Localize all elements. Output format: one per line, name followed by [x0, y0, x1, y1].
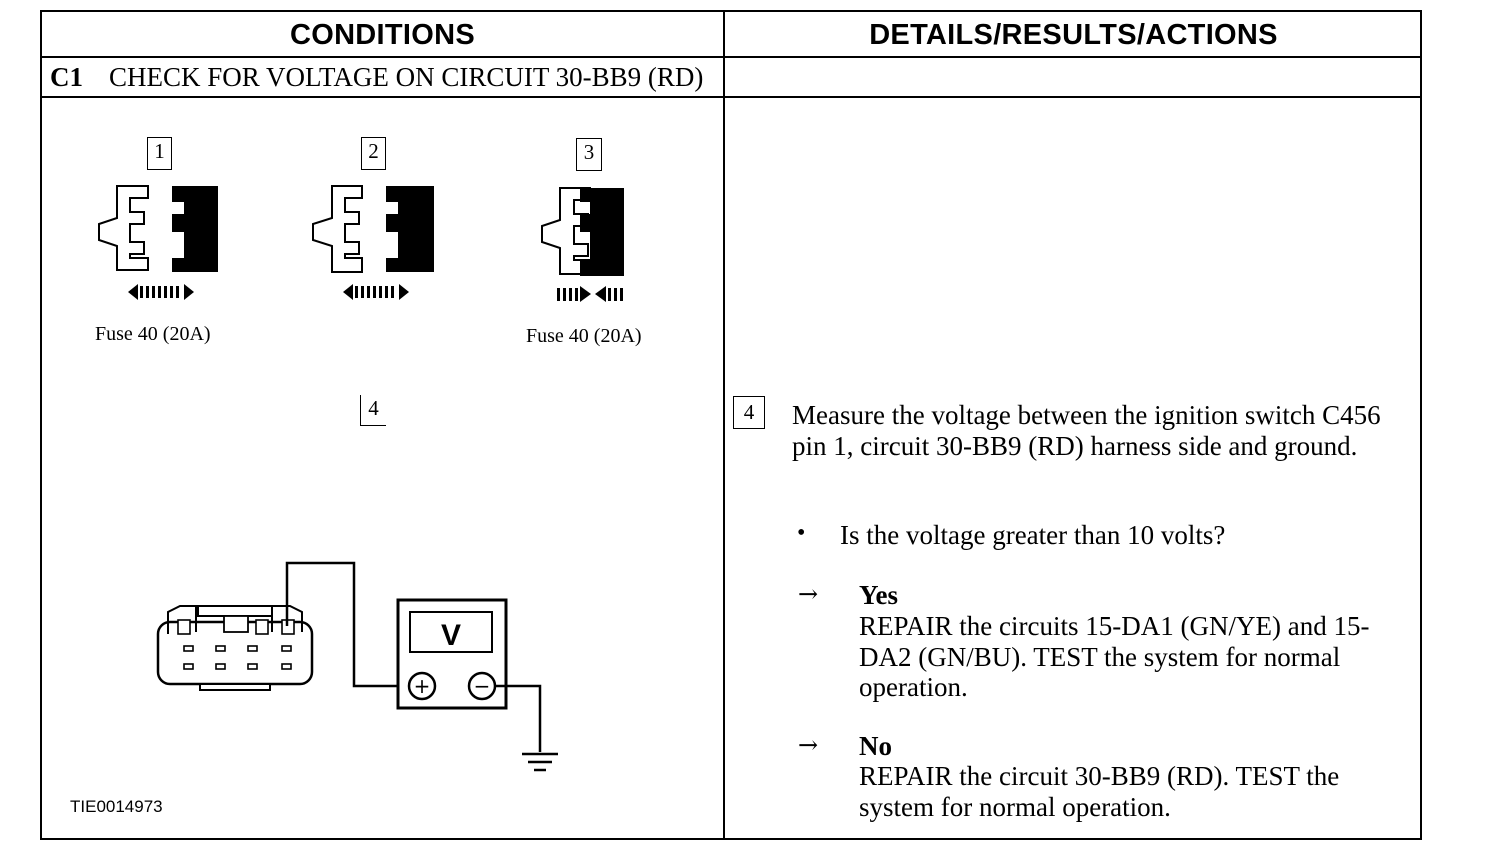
no-arrow-icon: →: [798, 731, 819, 759]
instruction-text: Measure the voltage between the ignition…: [792, 400, 1381, 461]
details-header: DETAILS/RESULTS/ACTIONS: [869, 19, 1278, 51]
multimeter: V + −: [396, 598, 508, 710]
arrow-together-icon: [557, 286, 623, 302]
step-title: CHECK FOR VOLTAGE ON CIRCUIT 30-BB9 (RD): [109, 62, 704, 92]
step-divider: [42, 96, 1422, 98]
bullet-icon: •: [797, 520, 806, 546]
diagnostic-table: CONDITIONS DETAILS/RESULTS/ACTIONS C1 CHE…: [40, 10, 1422, 840]
step-id: C1: [50, 62, 83, 92]
yes-arrow-icon: →: [798, 580, 819, 608]
arrow-apart-icon: [343, 284, 409, 300]
arrow-apart-icon: [128, 284, 194, 300]
no-action: REPAIR the circuit 30-BB9 (RD). TEST the…: [859, 761, 1340, 822]
positive-terminal-icon: [407, 671, 437, 701]
connector-c456: [156, 605, 314, 691]
probe-wire: [285, 561, 404, 688]
fuse-illustration-3: [541, 187, 624, 302]
no-label: No: [859, 731, 892, 761]
yes-label: Yes: [859, 580, 898, 610]
callout-4: 4: [360, 395, 386, 426]
column-divider: [723, 12, 725, 840]
callout-2: 2: [361, 137, 386, 170]
meter-minus: −: [474, 674, 491, 698]
callout-1: 1: [147, 137, 172, 170]
details-callout-4: 4: [733, 396, 765, 429]
fuse-illustration-1: [98, 185, 218, 300]
yes-action: REPAIR the circuits 15-DA1 (GN/YE) and 1…: [859, 611, 1370, 702]
meter-label: V: [441, 619, 461, 652]
ground-wire: [495, 684, 542, 752]
fuse-label-1: Fuse 40 (20A): [95, 323, 211, 345]
conditions-header: CONDITIONS: [289, 19, 476, 51]
question-text: Is the voltage greater than 10 volts?: [840, 520, 1226, 550]
callout-3: 3: [576, 138, 602, 171]
fuse-illustration-2: [312, 185, 434, 300]
reference-id: TIE0014973: [70, 797, 163, 816]
step-title-row: C1 CHECK FOR VOLTAGE ON CIRCUIT 30-BB9 (R…: [50, 58, 703, 96]
meter-plus: +: [414, 674, 431, 698]
conditions-diagram: V + −: [98, 185, 624, 772]
ground-icon: [522, 752, 558, 772]
fuse-label-3: Fuse 40 (20A): [526, 325, 642, 347]
header-divider: [42, 56, 1422, 58]
